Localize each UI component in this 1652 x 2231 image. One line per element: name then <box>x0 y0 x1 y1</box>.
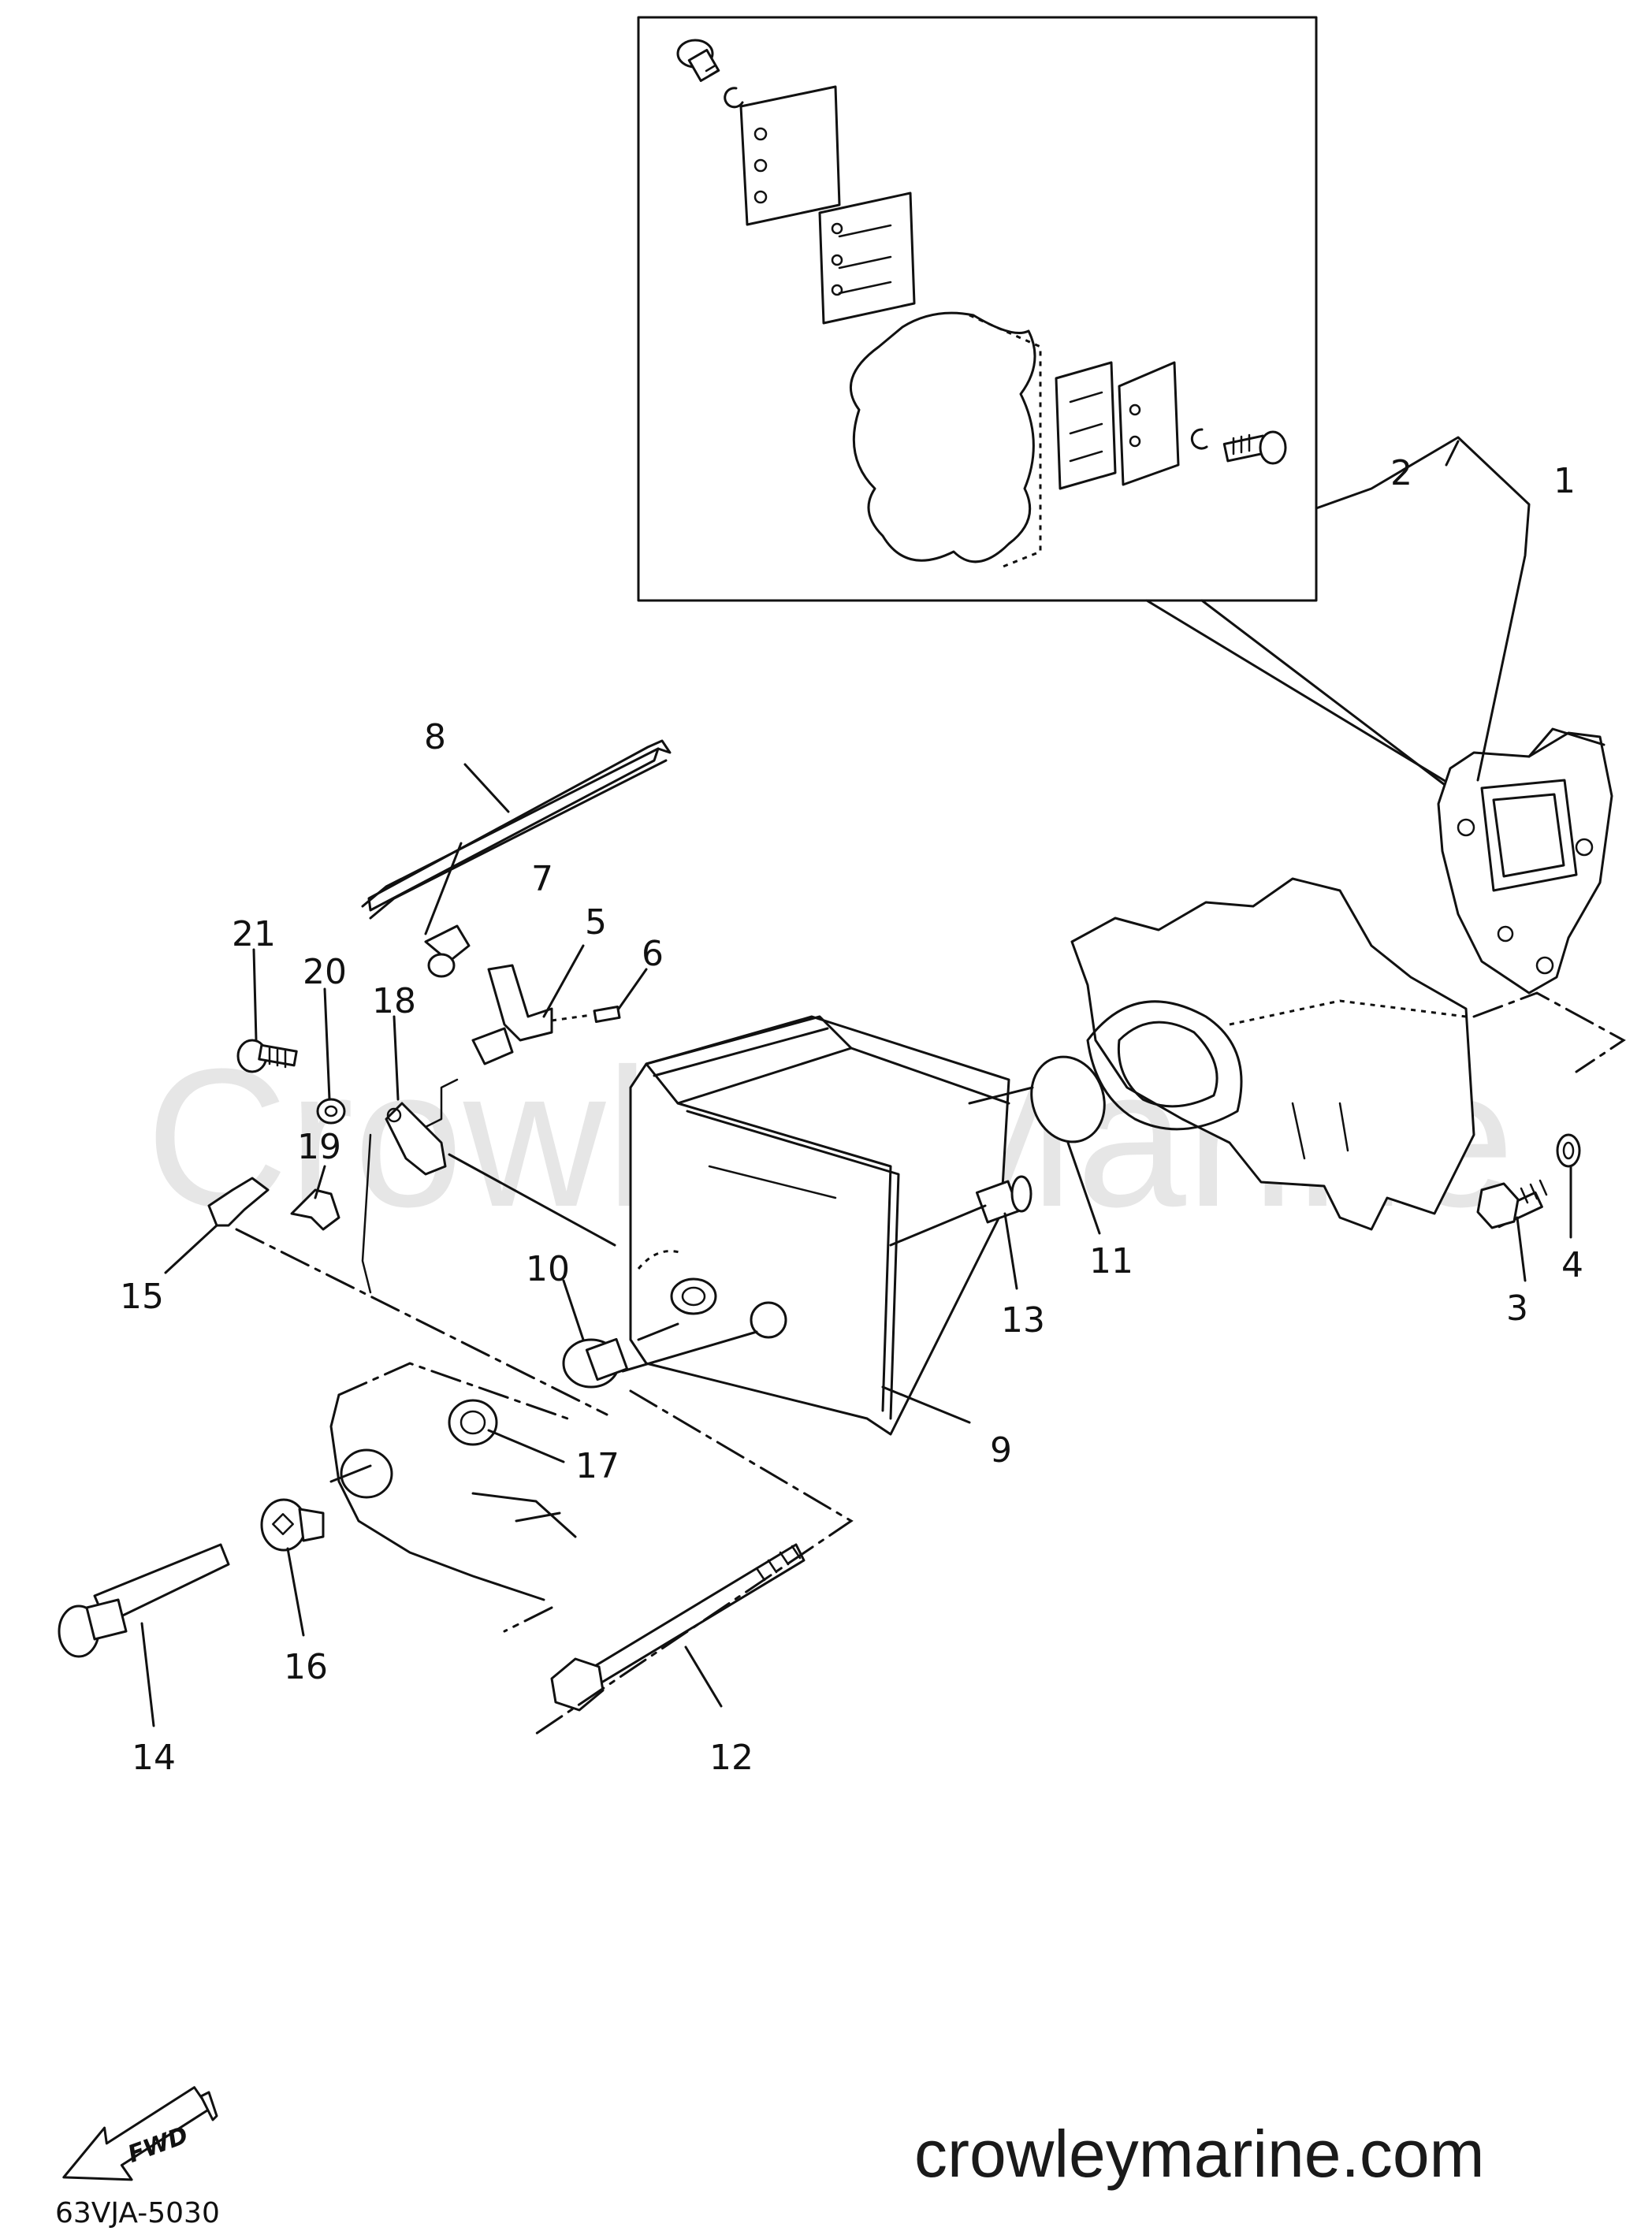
plug-10-icon <box>562 1337 629 1389</box>
valve-stopper-plate <box>739 85 841 226</box>
screw-right-icon <box>1222 430 1287 465</box>
clip-19-icon <box>290 1188 340 1231</box>
washer-4-icon <box>1556 1133 1581 1168</box>
fitting-5-icon <box>471 964 553 1065</box>
callout-8: 8 <box>424 717 446 757</box>
callout-21: 21 <box>232 914 276 954</box>
callout-10: 10 <box>526 1249 570 1289</box>
pin-14-icon <box>58 1543 230 1658</box>
grommet-16-icon <box>260 1498 325 1552</box>
callout-11: 11 <box>1089 1241 1133 1281</box>
website-label: crowleymarine.com <box>914 2117 1485 2191</box>
screw-icon <box>676 39 720 82</box>
bracket-18-icon <box>385 1102 447 1176</box>
callout-5: 5 <box>585 902 607 943</box>
callout-13: 13 <box>1001 1300 1045 1340</box>
fwd-arrow: FWD <box>62 2086 218 2181</box>
callout-4: 4 <box>1561 1245 1583 1285</box>
callout-20: 20 <box>303 952 347 992</box>
callout-12: 12 <box>709 1738 753 1778</box>
bolt-3-icon <box>1476 1179 1548 1229</box>
callout-labels: 1 2 3 4 5 6 7 8 9 10 11 12 13 14 15 16 1… <box>120 453 1583 1778</box>
callout-2: 2 <box>1390 453 1412 493</box>
cylinder-block <box>1070 877 1475 1231</box>
pin-6-icon <box>593 1006 621 1023</box>
callout-18: 18 <box>372 981 416 1021</box>
o-ring-11-icon <box>1030 1055 1106 1143</box>
callout-14: 14 <box>132 1738 176 1778</box>
reed-valve-plate <box>818 191 916 325</box>
callout-15: 15 <box>120 1277 164 1317</box>
reed-valve-inset <box>637 16 1456 794</box>
reed-valve-right <box>1055 361 1117 490</box>
valve-seat-body <box>849 311 1036 563</box>
callout-19: 19 <box>297 1127 341 1167</box>
callout-1: 1 <box>1553 461 1576 501</box>
reed-valve-assembly <box>1437 727 1613 995</box>
silencer-cover <box>329 1362 577 1601</box>
diagram-code: 63VJA-5030 <box>55 2197 220 2229</box>
leader-lines <box>140 436 1572 1727</box>
callout-9: 9 <box>990 1430 1012 1471</box>
grommet-17-icon <box>448 1399 498 1446</box>
collar-13-icon <box>975 1175 1032 1224</box>
callout-17: 17 <box>575 1446 620 1486</box>
washer-20-icon <box>316 1098 346 1125</box>
callout-6: 6 <box>642 934 664 974</box>
assembly-line-right <box>1472 991 1626 1073</box>
lock-washer-right-icon <box>1190 428 1208 450</box>
stopper-right <box>1118 361 1180 486</box>
lock-washer-icon <box>724 87 744 109</box>
assembly-line-bolt <box>534 1389 854 1735</box>
callout-7: 7 <box>531 859 553 899</box>
bolt-12-icon <box>550 1543 806 1712</box>
callout-3: 3 <box>1506 1288 1528 1329</box>
hose-15-icon <box>207 1177 270 1227</box>
joint-7-icon <box>424 924 471 978</box>
screw-21-icon <box>236 1039 298 1073</box>
callout-16: 16 <box>284 1647 328 1687</box>
intake-silencer <box>629 1015 1010 1436</box>
